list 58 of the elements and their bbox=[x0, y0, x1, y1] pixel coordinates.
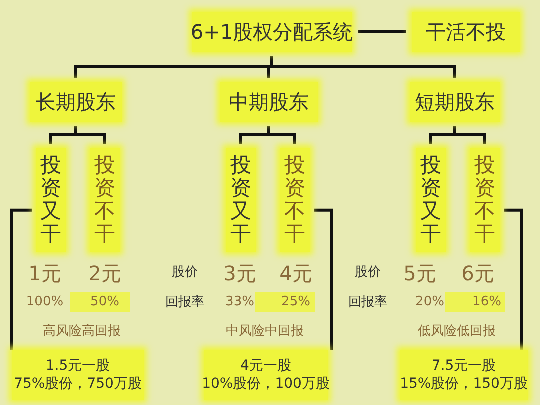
node-text: 1.5元一股 bbox=[46, 357, 110, 375]
highlight-box bbox=[226, 148, 256, 252]
connector-line bbox=[270, 56, 456, 78]
vertical-text: 投资不干 bbox=[284, 154, 306, 246]
node-text: 75%股份，750万股 bbox=[14, 375, 142, 393]
leader-line bbox=[314, 208, 334, 350]
node-text: 15%股份，150万股 bbox=[400, 375, 528, 393]
label-text: 3元 bbox=[224, 260, 256, 288]
highlight-box bbox=[192, 12, 352, 52]
highlight-box bbox=[204, 350, 328, 400]
vertical-text: 投资不干 bbox=[474, 154, 496, 246]
highlight-box bbox=[280, 148, 310, 252]
label-text: 100% bbox=[26, 294, 64, 310]
highlight-box bbox=[90, 148, 120, 252]
label-text: 16% bbox=[472, 294, 502, 310]
label-text: 低风险低回报 bbox=[418, 323, 496, 340]
label-text: 4元 bbox=[280, 260, 312, 288]
label-text: 50% bbox=[90, 294, 120, 310]
label-text: 20% bbox=[416, 294, 444, 310]
highlight-box bbox=[400, 350, 528, 400]
node-text: 干活不投 bbox=[426, 18, 506, 46]
highlight-box bbox=[36, 148, 66, 252]
node-text: 长期股东 bbox=[36, 88, 116, 116]
label-text: 5元 bbox=[404, 260, 436, 288]
label-text: 中风险中回报 bbox=[226, 323, 304, 340]
label-text: 6元 bbox=[462, 260, 494, 288]
label-text: 2元 bbox=[88, 260, 122, 288]
highlight-box bbox=[470, 148, 500, 252]
node-text: 10%股份，100万股 bbox=[202, 375, 330, 393]
label-text: 回报率 bbox=[166, 294, 204, 311]
highlight-box bbox=[410, 82, 500, 122]
node-text: 短期股东 bbox=[415, 88, 495, 116]
node-text: 7.5元一股 bbox=[432, 357, 496, 375]
label-text: 25% bbox=[282, 294, 310, 310]
vertical-text: 投资不干 bbox=[94, 154, 116, 246]
connector-line bbox=[454, 126, 486, 144]
label-text: 股价 bbox=[172, 264, 198, 281]
connector-line bbox=[268, 126, 296, 144]
vertical-text: 投资又干 bbox=[230, 154, 252, 246]
highlight-box bbox=[12, 350, 144, 400]
label-text: 1元 bbox=[28, 260, 62, 288]
highlight-box bbox=[412, 12, 520, 52]
highlight-box bbox=[416, 148, 446, 252]
node-text: 4元一股 bbox=[240, 357, 292, 375]
label-text: 回报率 bbox=[348, 294, 388, 311]
label-text: 33% bbox=[226, 294, 254, 310]
node-text: 6+1股权分配系统 bbox=[190, 18, 354, 46]
vertical-text: 投资又干 bbox=[420, 154, 442, 246]
leader-line bbox=[10, 208, 32, 350]
connector-line bbox=[74, 126, 106, 144]
label-text: 股价 bbox=[355, 264, 381, 281]
highlight-box bbox=[220, 82, 318, 122]
node-text: 中期股东 bbox=[229, 88, 309, 116]
leader-line bbox=[504, 208, 524, 350]
vertical-text: 投资又干 bbox=[40, 154, 62, 246]
highlight-box bbox=[30, 82, 122, 122]
connector-line bbox=[358, 30, 406, 34]
label-text: 高风险高回报 bbox=[43, 323, 121, 340]
